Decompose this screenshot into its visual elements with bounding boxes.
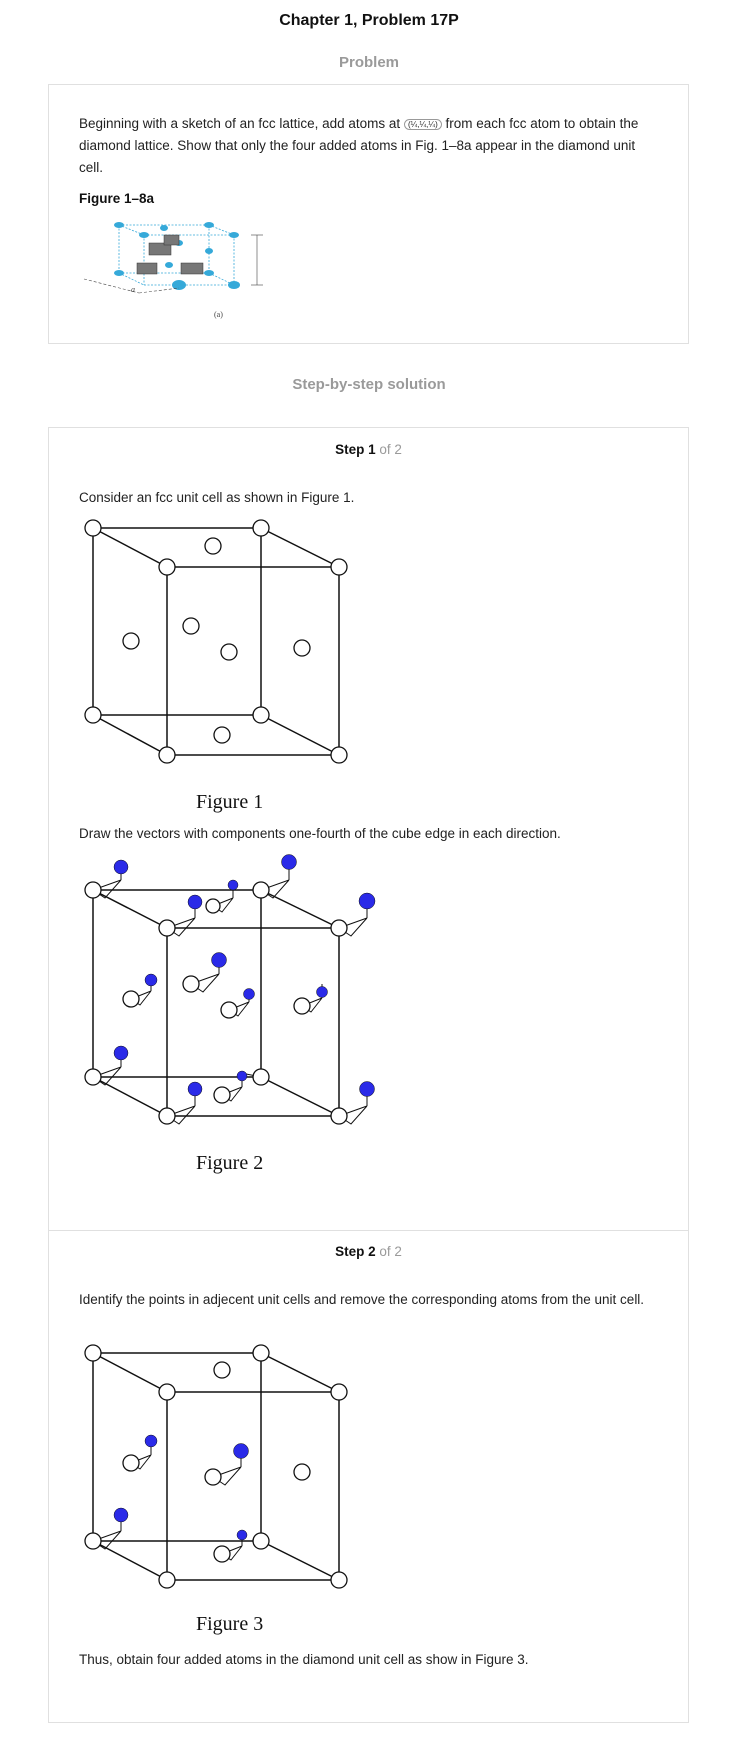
figure-sub-label: (a): [214, 310, 223, 319]
step-2-word: Step 2: [335, 1244, 376, 1259]
figure-1-8a-image: [83, 222, 263, 294]
figure-2-caption: Figure 2: [196, 1152, 264, 1174]
problem-text-part2: from each fcc atom to obtain the diamond…: [79, 116, 639, 175]
figure-1-caption: Figure 1: [196, 791, 264, 813]
figure-label: Figure 1–8a: [79, 191, 155, 206]
step-1-header: Step 1 of 2: [49, 442, 688, 457]
problem-card: Beginning with a sketch of an fcc lattic…: [48, 84, 689, 344]
figure-3-diamond-cell: [84, 1344, 348, 1589]
step-1-of: of 2: [379, 442, 402, 457]
step-2-of: of 2: [379, 1244, 402, 1259]
figure-axis-label: a: [131, 285, 135, 294]
step-2-header: Step 2 of 2: [49, 1244, 688, 1259]
step-divider: [49, 1230, 688, 1231]
problem-text-part1: Beginning with a sketch of an fcc lattic…: [79, 116, 401, 131]
step-1-text-2: Draw the vectors with components one-fou…: [79, 826, 561, 841]
solution-heading: Step-by-step solution: [292, 376, 446, 393]
step-1-text-1: Consider an fcc unit cell as shown in Fi…: [79, 490, 355, 505]
figure-3-caption: Figure 3: [196, 1613, 264, 1635]
problem-text: Beginning with a sketch of an fcc lattic…: [79, 113, 659, 179]
step-2-text-2: Thus, obtain four added atoms in the dia…: [79, 1652, 529, 1667]
problem-heading: Problem: [338, 54, 399, 71]
solution-card: Step 1 of 2 Consider an fcc unit cell as…: [48, 427, 689, 1723]
step-2-text-1: Identify the points in adjecent unit cel…: [79, 1292, 645, 1307]
figure-2-vectors: [84, 854, 376, 1125]
step-1-word: Step 1: [335, 442, 376, 457]
figure-1-fcc-cell: [84, 519, 348, 764]
fraction-quarter: (¼,¼,¼): [403, 118, 442, 130]
page-title: Chapter 1, Problem 17P: [279, 12, 459, 29]
